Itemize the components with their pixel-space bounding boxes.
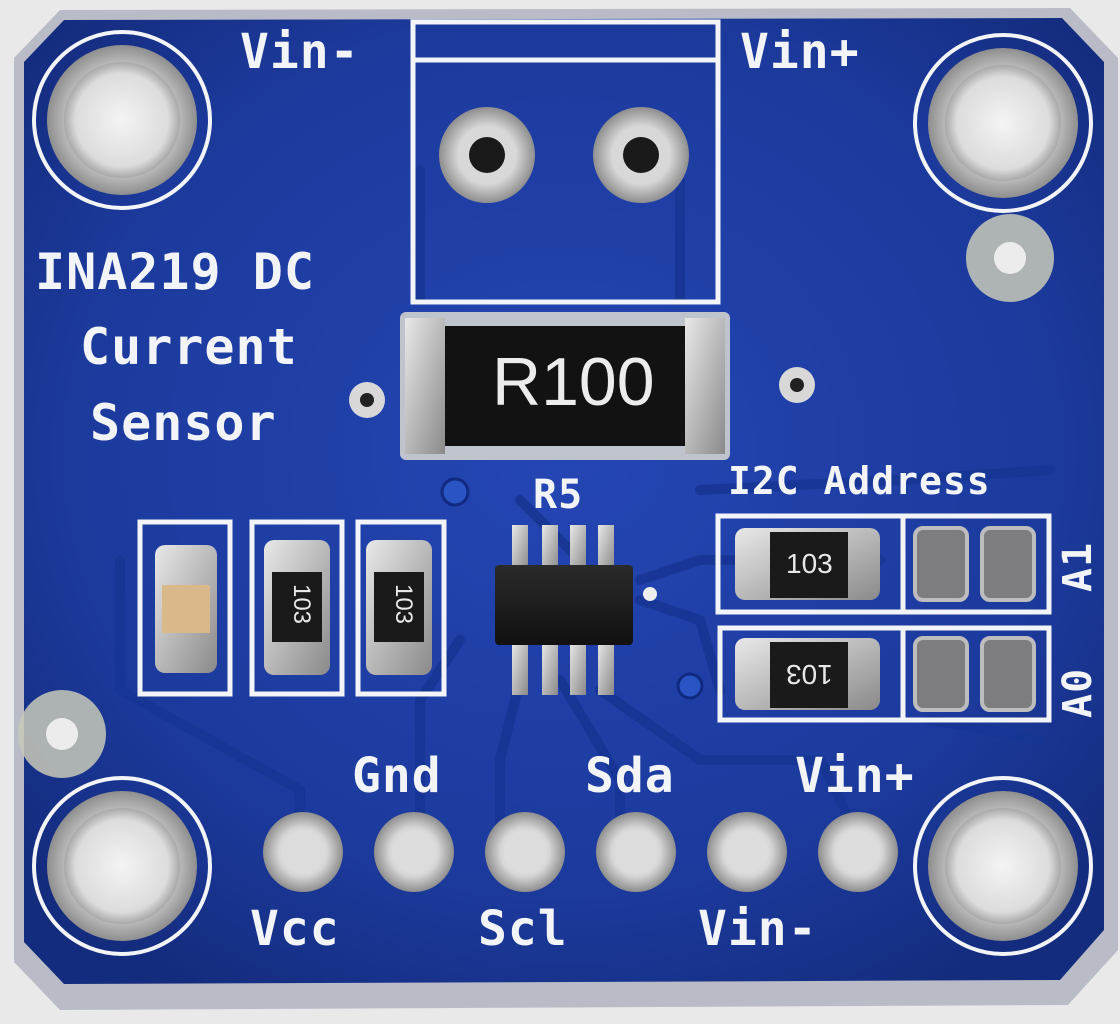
addr-resistor-a1 [735, 528, 880, 600]
cap-outline-3 [355, 519, 447, 697]
i2c-address-label: I2C Address [728, 459, 991, 503]
header-pin-scl [485, 812, 565, 892]
mounting-hole-br [913, 776, 1093, 956]
mounting-hole-tl [32, 30, 212, 210]
via-small-2 [643, 587, 657, 601]
pin-label-vin-plus: Vin+ [795, 748, 915, 804]
via-left [349, 382, 385, 418]
addr-jumper-outline-a1 [900, 513, 1052, 615]
fiducial-right [966, 214, 1054, 302]
header-pins [263, 812, 898, 892]
cap-marking-1: 103 [288, 583, 316, 625]
pin-label-gnd: Gnd [352, 748, 442, 804]
via-right [779, 367, 815, 403]
label-top-vin-minus: Vin- [240, 24, 360, 80]
addr-resistor-a0-marking: 103 [786, 659, 833, 690]
title-line-3: Sensor [90, 394, 277, 452]
label-top-vin-plus: Vin+ [740, 24, 860, 80]
addr-resistor-a0 [735, 638, 880, 710]
cap-outline-2 [249, 519, 345, 697]
cap-outline-1 [137, 519, 233, 697]
smd-resistor-1 [264, 540, 330, 675]
pin-label-scl: Scl [478, 901, 568, 957]
header-pin-vin-minus [707, 812, 787, 892]
header-pin-sda [596, 812, 676, 892]
header-pin-vin-plus [818, 812, 898, 892]
jumper-pads-a0 [913, 636, 1036, 712]
label-a1: A1 [1055, 541, 1101, 592]
terminal-block-outline [410, 19, 721, 305]
title-line-2: Current [80, 318, 298, 376]
smd-resistor-2 [366, 540, 432, 675]
addr-jumper-outline-a0 [900, 625, 1052, 723]
via-mid [440, 477, 470, 507]
shunt-resistor [400, 312, 730, 460]
terminal-pad-left [439, 107, 535, 203]
via-small-1 [676, 672, 704, 700]
jumper-pads-a1 [913, 526, 1036, 602]
ceramic-capacitor [155, 545, 217, 673]
terminal-pad-right [593, 107, 689, 203]
addr-resistor-a1-marking: 103 [786, 548, 833, 579]
shunt-marking: R100 [492, 344, 655, 420]
pin-label-sda: Sda [585, 748, 675, 804]
cap-marking-2: 103 [390, 583, 418, 625]
fiducial-left [18, 690, 106, 778]
ina219-chip [495, 525, 633, 695]
pin-label-vcc: Vcc [250, 901, 340, 957]
mounting-hole-tr [913, 33, 1093, 213]
title-line-1: INA219 DC [35, 243, 315, 301]
header-pin-gnd [374, 812, 454, 892]
pcb-board [24, 18, 1104, 984]
header-pin-vcc [263, 812, 343, 892]
ref-designator-r5: R5 [533, 472, 584, 518]
mounting-hole-bl [32, 776, 212, 956]
label-a0: A0 [1055, 667, 1101, 718]
pin-label-vin-minus: Vin- [698, 901, 818, 957]
